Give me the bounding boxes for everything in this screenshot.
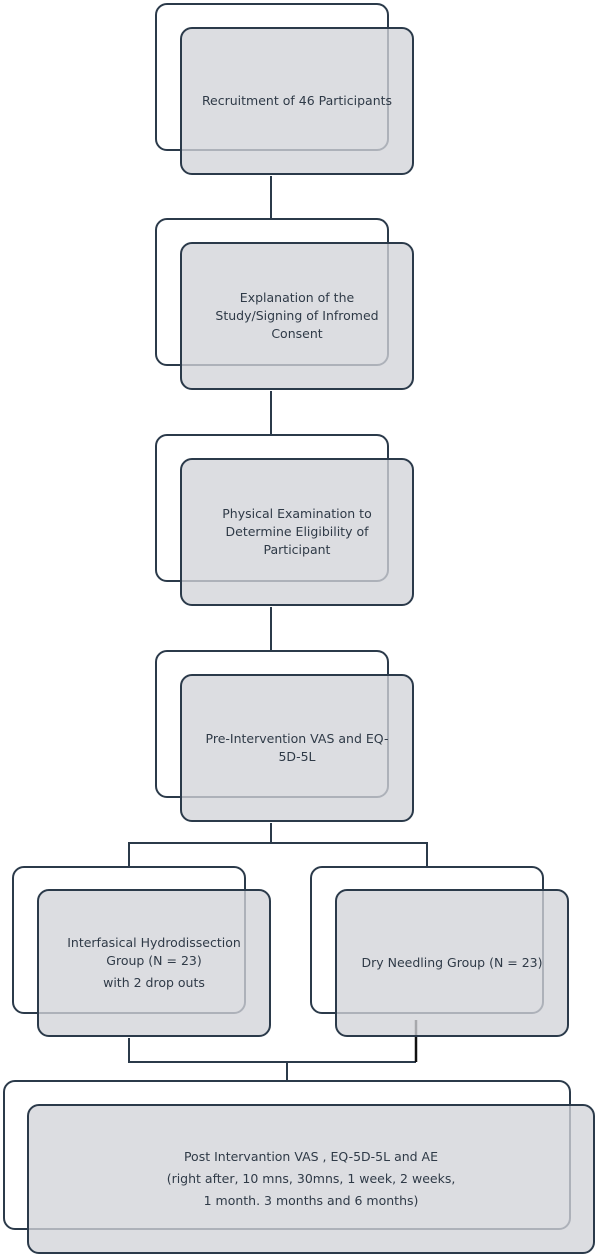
post-intervention-box: Post Intervantion VAS , EQ-5D-5L and AE … bbox=[27, 1104, 595, 1254]
eligibility-box: Physical Examination to Determine Eligib… bbox=[180, 458, 414, 606]
recruitment-box: Recruitment of 46 Participants bbox=[180, 27, 414, 175]
eligibility-label-line1: Physical Examination to bbox=[222, 506, 372, 521]
dry-needling-label: Dry Needling Group (N = 23) bbox=[361, 955, 543, 970]
eligibility-label-line3: Participant bbox=[263, 542, 331, 557]
hydrodissection-label-line2: Group (N = 23) bbox=[106, 953, 202, 968]
pre-intervention-label-line1: Pre-Intervention VAS and EQ- bbox=[205, 731, 389, 746]
hydrodissection-label-line3: with 2 drop outs bbox=[103, 975, 205, 990]
dry-needling-box: Dry Needling Group (N = 23) bbox=[335, 889, 569, 1037]
consent-label-line2: Study/Signing of Infromed bbox=[215, 308, 379, 323]
consent-label-line3: Consent bbox=[271, 326, 323, 341]
eligibility-label-line2: Determine Eligibility of bbox=[225, 524, 369, 539]
connector-hydro-merge bbox=[128, 1038, 416, 1063]
pre-intervention-box: Pre-Intervention VAS and EQ- 5D-5L bbox=[180, 674, 414, 822]
hydrodissection-label-line1: Interfasical Hydrodissection bbox=[67, 935, 241, 950]
post-intervention-label-line2: (right after, 10 mns, 30mns, 1 week, 2 w… bbox=[166, 1171, 456, 1186]
hydrodissection-box: Interfasical Hydrodissection Group (N = … bbox=[37, 889, 271, 1037]
post-intervention-label-line3: 1 month. 3 months and 6 months) bbox=[203, 1193, 419, 1208]
connector-pre-split-right bbox=[271, 842, 428, 866]
post-intervention-label-line1: Post Intervantion VAS , EQ-5D-5L and AE bbox=[183, 1149, 439, 1164]
consent-box: Explanation of the Study/Signing of Infr… bbox=[180, 242, 414, 390]
pre-intervention-label-line2: 5D-5L bbox=[278, 749, 316, 764]
consent-label-line1: Explanation of the bbox=[239, 290, 355, 305]
recruitment-label: Recruitment of 46 Participants bbox=[201, 93, 393, 108]
connector-pre-split bbox=[128, 823, 272, 866]
